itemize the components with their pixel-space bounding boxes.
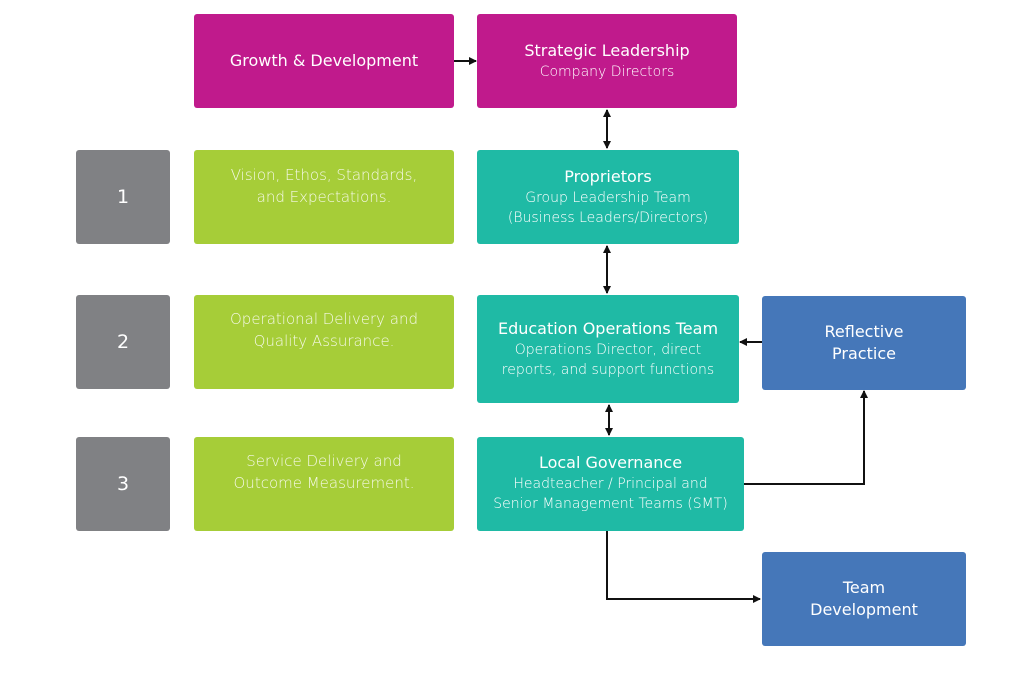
- strategic-leadership-title: Strategic Leadership: [524, 41, 690, 60]
- level-number: 2: [116, 331, 130, 353]
- level-number: 3: [116, 473, 130, 495]
- level-description-line: Operational Delivery and: [229, 310, 419, 328]
- team-line: reports, and support functions: [501, 362, 715, 378]
- growth-development-box: Growth & Development: [194, 14, 454, 108]
- team-line: (Business Leaders/Directors): [507, 210, 709, 226]
- strategic-leadership-box: Strategic Leadership Company Directors: [477, 14, 737, 108]
- education-operations-box: Education Operations Team Operations Dir…: [477, 295, 739, 403]
- strategic-leadership-subtitle: Company Directors: [539, 64, 675, 80]
- growth-development-title: Growth & Development: [229, 51, 419, 70]
- team-line: Senior Management Teams (SMT): [493, 496, 728, 512]
- team-title: Local Governance: [538, 453, 683, 472]
- level-number-box: 1: [76, 150, 170, 244]
- reflective-practice-line: Reflective: [824, 322, 904, 341]
- team-line: Group Leadership Team: [525, 190, 691, 206]
- level-number: 1: [116, 186, 130, 208]
- local-governance-box: Local Governance Headteacher / Principal…: [477, 437, 744, 531]
- level-description-line: Quality Assurance.: [253, 332, 395, 350]
- level-description-line: Service Delivery and: [246, 452, 402, 470]
- level-description-line: Vision, Ethos, Standards,: [230, 166, 418, 184]
- level-description-line: and Expectations.: [256, 188, 392, 206]
- level-number-box: 3: [76, 437, 170, 531]
- team-development-line: Team: [842, 578, 886, 597]
- level-description-box: Vision, Ethos, Standards, and Expectatio…: [194, 150, 454, 244]
- team-title: Education Operations Team: [497, 319, 719, 338]
- reflective-practice-box: Reflective Practice: [762, 296, 966, 390]
- level-description-box: Operational Delivery and Quality Assuran…: [194, 295, 454, 389]
- proprietors-box: Proprietors Group Leadership Team (Busin…: [477, 150, 739, 244]
- level-number-box: 2: [76, 295, 170, 389]
- arrow-governance-to-teamdev: [606, 531, 761, 603]
- team-line: Headteacher / Principal and: [513, 476, 708, 492]
- level-description-line: Outcome Measurement.: [233, 474, 415, 492]
- arrow-governance-to-reflective: [744, 390, 868, 485]
- team-development-line: Development: [810, 600, 918, 619]
- reflective-practice-line: Practice: [832, 344, 896, 363]
- team-line: Operations Director, direct: [514, 342, 702, 358]
- team-title: Proprietors: [564, 167, 652, 186]
- team-development-box: Team Development: [762, 552, 966, 646]
- level-description-box: Service Delivery and Outcome Measurement…: [194, 437, 454, 531]
